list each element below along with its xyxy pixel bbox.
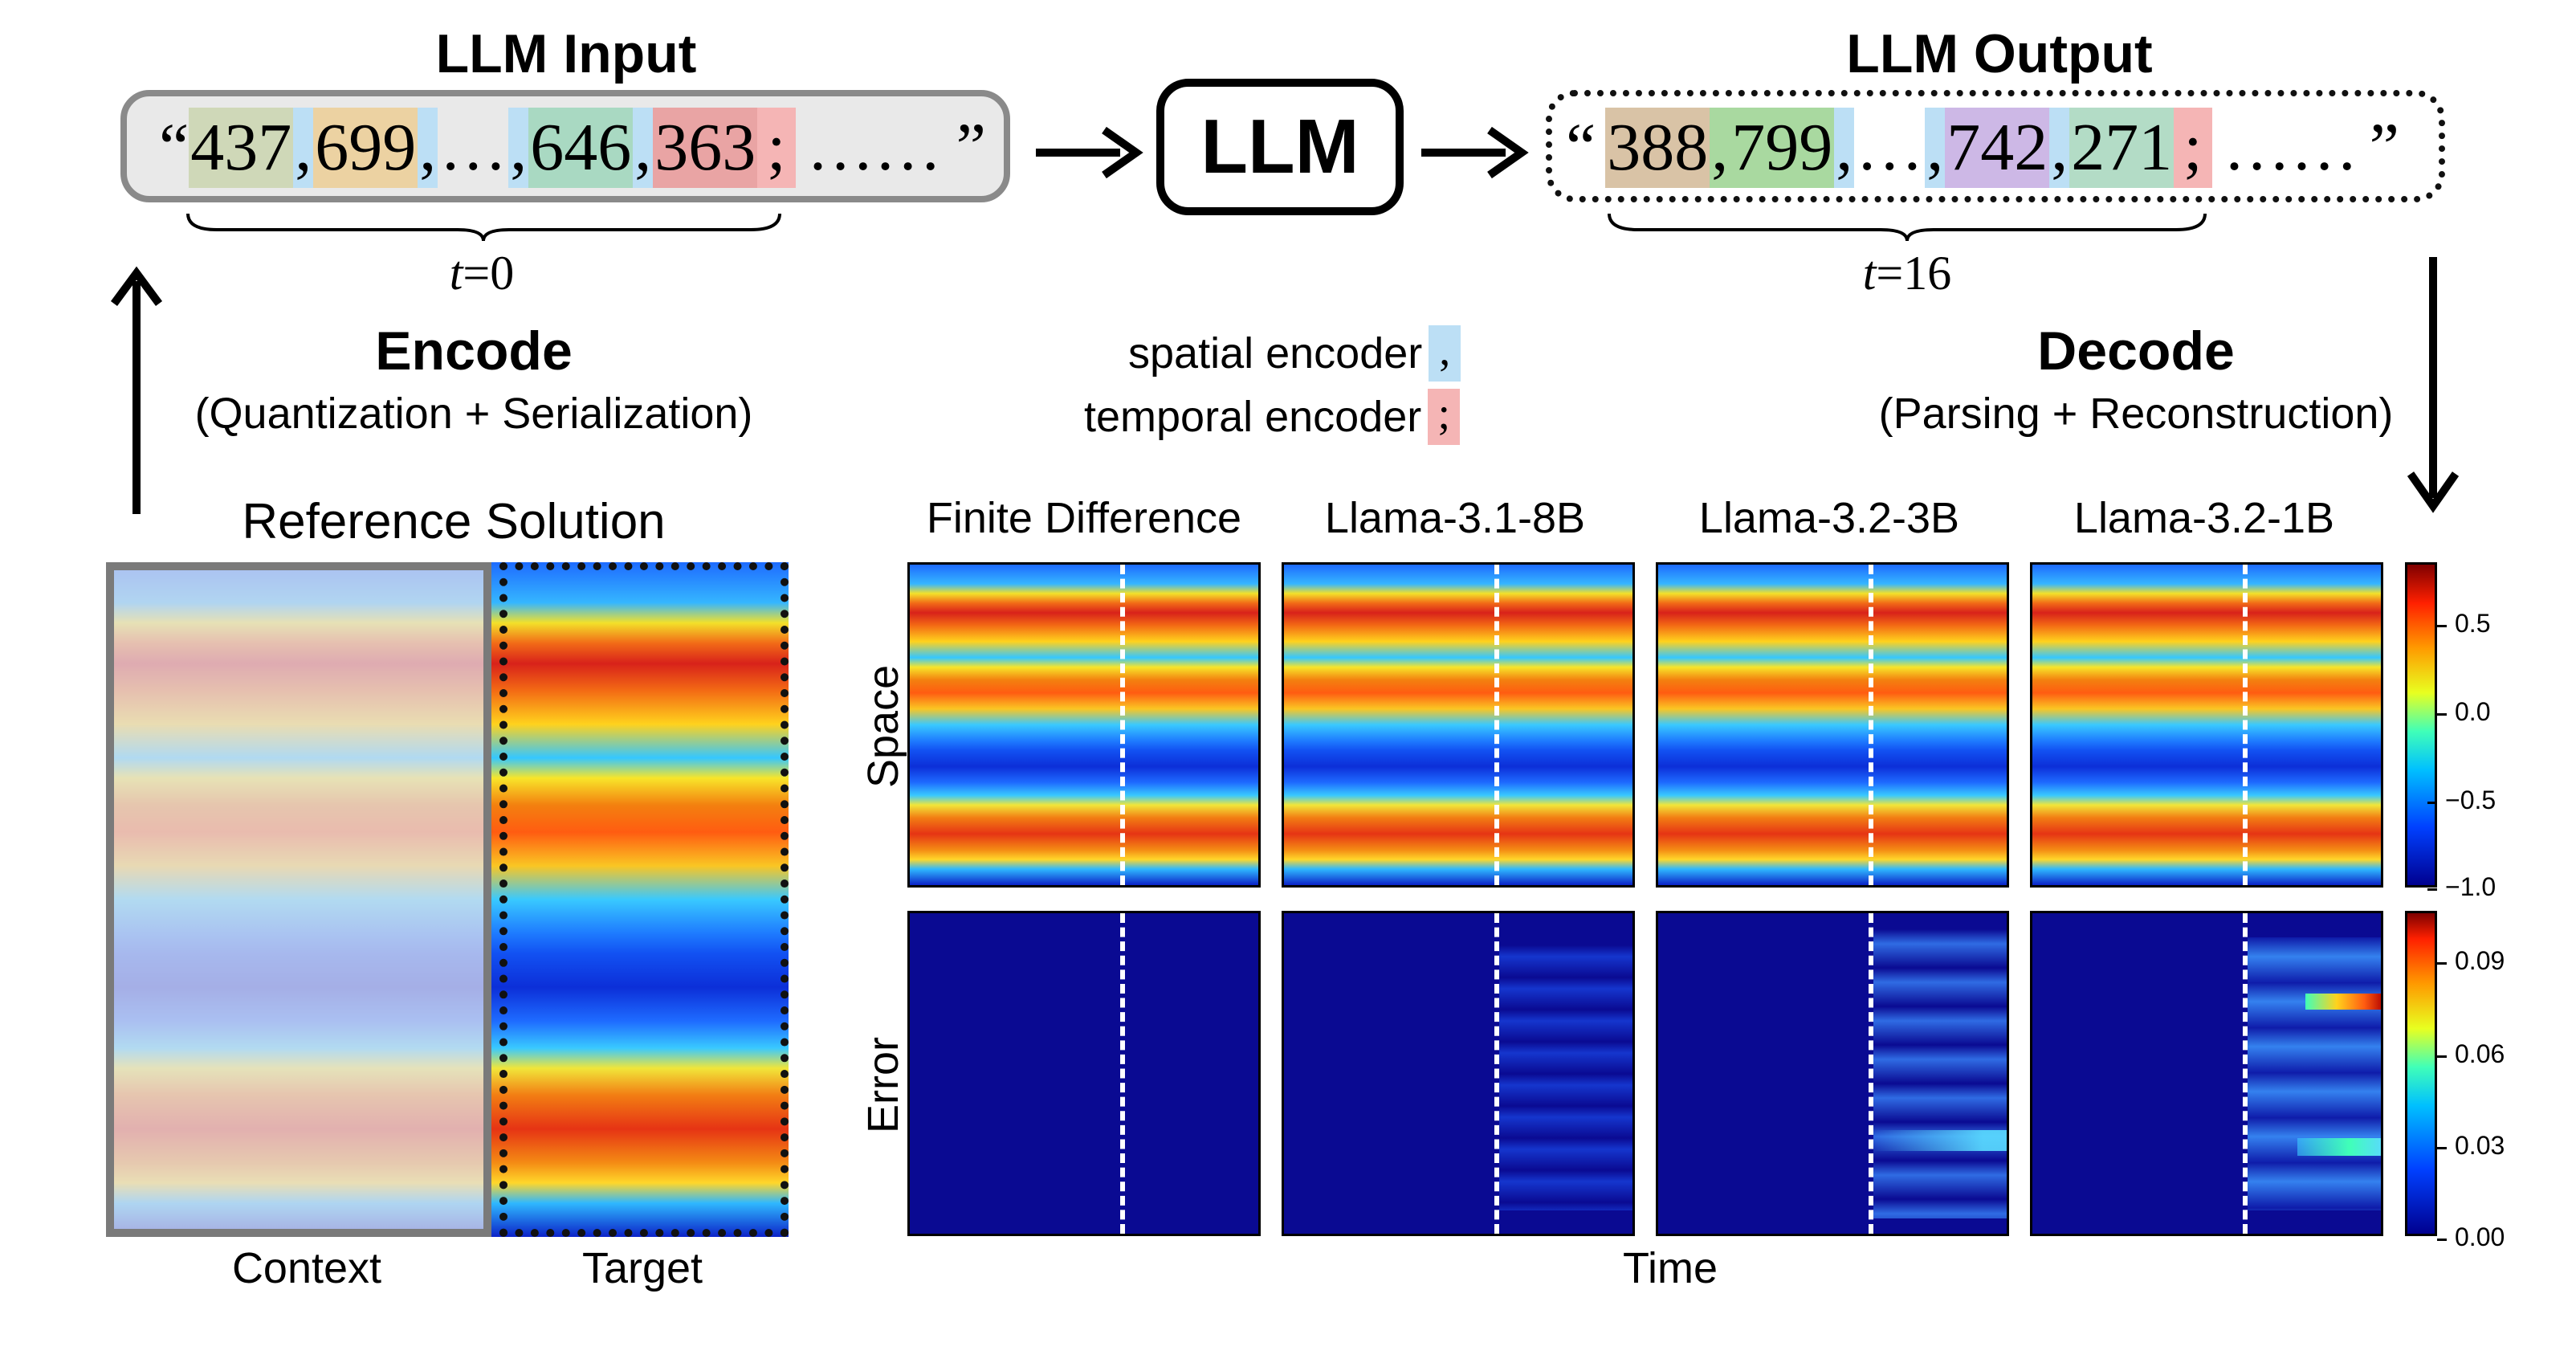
- token: 363: [653, 108, 758, 188]
- token: 646: [528, 108, 634, 188]
- colorbar-error-tick: 0.09: [2436, 946, 2505, 975]
- spatial-separator: ,: [1834, 108, 1855, 188]
- output-time-label: t=16: [1827, 246, 1987, 301]
- legend-spatial-swatch: ,: [1429, 325, 1461, 382]
- error-heatmap-finite-difference: [907, 911, 1261, 1236]
- token: 437: [189, 108, 294, 188]
- llm-input-title: LLM Input: [435, 23, 697, 84]
- panel-title-llama-3b: Llama-3.2-3B: [1698, 494, 1960, 542]
- spatial-separator: ,: [2049, 108, 2070, 188]
- token: 799: [1730, 108, 1835, 188]
- temporal-separator: ;: [757, 108, 796, 188]
- close-quote: ”: [2369, 110, 2399, 185]
- error-blob: [2248, 937, 2381, 1210]
- close-quote: ”: [956, 110, 986, 185]
- context-label: Context: [231, 1244, 382, 1292]
- ellipsis: …: [439, 110, 507, 185]
- error-heatmap-llama-1b: [2030, 911, 2383, 1236]
- time-value: =0: [463, 247, 515, 300]
- colorbar-error: [2405, 911, 2437, 1236]
- error-streaks: [1499, 945, 1632, 1210]
- token: 699: [313, 108, 418, 188]
- ellipsis: …: [1856, 110, 1924, 185]
- llm-label: LLM: [1200, 104, 1359, 190]
- time-variable: t: [449, 247, 463, 300]
- colorbar-space-tick: −0.5: [2427, 786, 2497, 814]
- token: 742: [1945, 108, 2050, 188]
- reference-title: Reference Solution: [242, 494, 666, 549]
- error-heatmap-llama-8b: [1282, 911, 1635, 1236]
- spatial-separator: ,: [508, 108, 529, 188]
- arrow-right-icon: [1421, 126, 1529, 179]
- llm-output-title: LLM Output: [1846, 23, 2153, 84]
- encode-subtitle: (Quantization + Serialization): [194, 390, 753, 438]
- decode-title: Decode: [2037, 320, 2235, 382]
- llm-block: LLM: [1156, 79, 1404, 215]
- spatial-separator: ,: [1710, 108, 1730, 188]
- colorbar-space-tick: 0.5: [2436, 609, 2491, 638]
- open-quote: “: [1566, 110, 1596, 185]
- ellipsis: ……: [806, 110, 942, 185]
- llm-output-sequence: “ 388 , 799 , … , 742 , 271 ; …… ”: [1566, 108, 2399, 188]
- space-row-label: Space: [859, 664, 907, 788]
- brace-output: [1608, 213, 2207, 242]
- error-streak-bright: [1873, 1130, 2007, 1151]
- error-heatmap-llama-3b: [1656, 911, 2009, 1236]
- ellipsis: ……: [2223, 110, 2358, 185]
- spatial-separator: ,: [293, 108, 314, 188]
- arrow-down-icon: [2407, 257, 2460, 513]
- space-heatmap-llama-1b: [2030, 562, 2383, 888]
- panel-title-llama-8b: Llama-3.1-8B: [1324, 494, 1586, 542]
- arrow-right-icon: [1036, 126, 1143, 179]
- colorbar-space-tick: −1.0: [2427, 872, 2497, 901]
- token: 388: [1605, 108, 1710, 188]
- legend-temporal-swatch: ;: [1428, 389, 1461, 445]
- temporal-separator: ;: [2174, 108, 2212, 188]
- colorbar-error-tick: 0.00: [2436, 1222, 2505, 1251]
- space-heatmap-llama-8b: [1282, 562, 1635, 888]
- error-streaks: [1873, 929, 2007, 1218]
- colorbar-space-tick: 0.0: [2436, 697, 2491, 726]
- spatial-separator: ,: [1925, 108, 1946, 188]
- space-heatmap-finite-difference: [907, 562, 1261, 888]
- brace-input: [186, 213, 781, 242]
- colorbar-space: [2405, 562, 2437, 888]
- target-frame: [499, 562, 789, 1237]
- spatial-separator: ,: [633, 108, 654, 188]
- time-variable: t: [1862, 247, 1877, 300]
- space-heatmap-llama-3b: [1656, 562, 2009, 888]
- colorbar-error-tick: 0.03: [2436, 1131, 2505, 1160]
- legend-temporal-label: temporal encoder: [1084, 393, 1422, 441]
- token: 271: [2069, 108, 2175, 188]
- target-label: Target: [581, 1244, 703, 1292]
- panel-title-finite-difference: Finite Difference: [926, 494, 1242, 542]
- encode-title: Encode: [375, 320, 573, 382]
- input-time-label: t=0: [401, 246, 562, 301]
- llm-input-sequence: “ 437 , 699 , … , 646 , 363 ; …… ”: [159, 108, 986, 188]
- open-quote: “: [159, 110, 190, 185]
- time-axis-label: Time: [1623, 1244, 1718, 1292]
- error-hotspot-secondary: [2297, 1138, 2381, 1156]
- spatial-separator: ,: [418, 108, 438, 188]
- panel-title-llama-1b: Llama-3.2-1B: [2073, 494, 2335, 542]
- legend-spatial-label: spatial encoder: [1128, 329, 1423, 378]
- legend-spatial: spatial encoder ,: [1128, 325, 1461, 382]
- context-overlay: [106, 562, 491, 1237]
- colorbar-error-tick: 0.06: [2436, 1039, 2505, 1068]
- legend-temporal: temporal encoder ;: [1084, 389, 1461, 445]
- decode-subtitle: (Parsing + Reconstruction): [1878, 390, 2394, 438]
- error-row-label: Error: [859, 1037, 907, 1133]
- error-hotspot: [2305, 994, 2381, 1010]
- time-value: =16: [1876, 247, 1952, 300]
- arrow-up-icon: [110, 266, 163, 514]
